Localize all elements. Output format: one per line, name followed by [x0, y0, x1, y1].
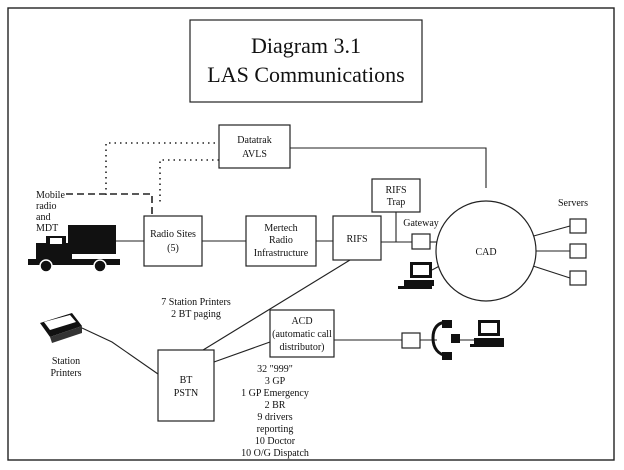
datatrak-box: Datatrak AVLS [218, 124, 291, 169]
bt-acd-link [213, 341, 271, 363]
radio-sites-box: Radio Sites (5) [143, 215, 203, 267]
mobile-radio-label: Mobile radio and MDT [36, 190, 65, 234]
svg-text:Radio Sites: Radio Sites [150, 229, 196, 240]
svg-text:32 "999": 32 "999" [257, 364, 293, 375]
bt-printers-link [81, 327, 159, 375]
svg-text:9 drivers: 9 drivers [257, 412, 292, 423]
cad-label: CAD [475, 247, 496, 258]
svg-text:PSTN: PSTN [174, 388, 198, 399]
station-printers-label: Station Printers [50, 356, 81, 379]
svg-text:RIFS: RIFS [385, 185, 406, 196]
call-lines-list: 32 "999" 3 GP 1 GP Emergency 2 BR 9 driv… [241, 364, 309, 459]
acd-box: ACD (automatic call distributor) [269, 309, 335, 358]
svg-text:2 BR: 2 BR [265, 400, 286, 411]
gateway-node: Gateway [403, 218, 439, 250]
telephone-icon [431, 320, 460, 360]
svg-text:Infrastructure: Infrastructure [254, 248, 309, 259]
svg-text:10 O/G Dispatch: 10 O/G Dispatch [241, 448, 309, 459]
mobile-datatrak-link [105, 142, 219, 195]
svg-text:7 Station Printers: 7 Station Printers [161, 297, 231, 308]
svg-text:Trap: Trap [387, 197, 406, 208]
svg-text:ACD: ACD [291, 316, 312, 327]
diagram-title-line2: LAS Communications [207, 62, 404, 87]
svg-text:and: and [36, 212, 50, 223]
svg-text:2 BT paging: 2 BT paging [171, 309, 221, 320]
workstation-icon [398, 262, 434, 289]
printers-paging-label: 7 Station Printers 2 BT paging [161, 297, 231, 320]
datatrak-cad-link [290, 147, 487, 188]
svg-text:Printers: Printers [50, 368, 81, 379]
svg-text:(automatic call: (automatic call [272, 329, 332, 340]
svg-text:reporting: reporting [257, 424, 294, 435]
cad-server3-link [529, 264, 571, 279]
svg-text:Mertech: Mertech [264, 223, 297, 234]
diagram-title-line1: Diagram 3.1 [251, 33, 361, 58]
datatrak-label: Datatrak [237, 135, 271, 146]
svg-text:(5): (5) [167, 243, 179, 254]
ambulance-icon [28, 225, 120, 273]
bt-pstn-box: BT PSTN [157, 349, 215, 422]
rifs-trap-box: RIFS Trap [371, 178, 421, 213]
acd-workstation-icon [470, 320, 504, 347]
connectors [66, 142, 571, 375]
rifs-box: RIFS [332, 215, 382, 261]
cad-node: CAD [435, 200, 537, 302]
mobile-radio-link [66, 193, 153, 215]
page-border [7, 7, 615, 461]
servers-group: Servers [558, 198, 588, 286]
gateway-label: Gateway [403, 218, 439, 229]
phone-interface-box [401, 332, 421, 349]
server-icon [569, 270, 587, 286]
server-icon [569, 218, 587, 234]
cad-server1-link [529, 225, 571, 238]
server-icon [569, 243, 587, 259]
svg-text:Station: Station [52, 356, 80, 367]
title-box: Diagram 3.1 LAS Communications [189, 19, 423, 103]
avls-label: AVLS [242, 149, 267, 160]
svg-text:3 GP: 3 GP [265, 376, 286, 387]
rifs-bt-link [189, 259, 351, 359]
svg-text:1 GP Emergency: 1 GP Emergency [241, 388, 309, 399]
datatrak-radio-sites-link [159, 159, 219, 205]
svg-text:Radio: Radio [269, 235, 293, 246]
svg-text:Mobile: Mobile [36, 190, 65, 201]
svg-text:radio: radio [36, 201, 57, 212]
svg-text:distributor): distributor) [280, 342, 325, 353]
svg-text:10 Doctor: 10 Doctor [255, 436, 296, 447]
printer-icon [40, 313, 82, 343]
svg-text:BT: BT [180, 375, 193, 386]
svg-text:RIFS: RIFS [346, 234, 367, 245]
servers-label: Servers [558, 198, 588, 209]
svg-text:MDT: MDT [36, 223, 58, 234]
mertech-box: Mertech Radio Infrastructure [245, 215, 317, 267]
